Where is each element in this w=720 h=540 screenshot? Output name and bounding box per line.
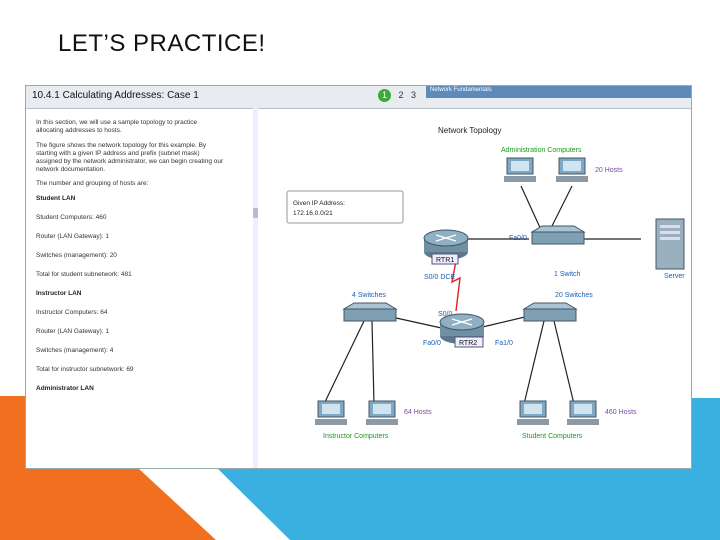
hosts64-label: 64 Hosts [404,409,432,416]
page-navigator: 1 2 3 [378,89,421,102]
scrollbar-thumb[interactable] [253,208,258,218]
four-switches-label: 4 Switches [352,292,386,299]
activity-window: 10.4.1 Calculating Addresses: Case 1 1 2… [25,85,692,469]
page-2-button[interactable]: 2 [398,90,404,100]
instructor-computers-label: Instructor Computers [323,433,389,440]
page-1-button[interactable]: 1 [378,89,391,102]
rtr1-label: RTR1 [436,257,454,264]
admin-hosts-label: 20 Hosts [595,167,623,174]
fa00-bottom-label: Fa0/0 [423,340,441,347]
header-strip [426,86,691,98]
student-computer-icon [567,400,599,425]
lesson-text-line: Student LAN [36,195,76,202]
lesson-text-line: Student Computers: 460 [36,214,107,221]
switch-icon [530,225,586,245]
lesson-text-line: Switches (management): 20 [36,252,117,259]
admin-computers-label: Administration Computers [501,147,582,154]
rtr2-tag [454,336,484,348]
router-icon [439,313,485,344]
lesson-text-line: The figure shows the network topology fo… [36,142,207,149]
given-ip-box [286,190,404,224]
lesson-text-line: Administrator LAN [36,385,94,392]
lesson-text-line: Router (LAN Gateway): 1 [36,328,109,335]
lesson-text-line: assigned by the network administrator, w… [36,158,224,165]
lesson-text-line: The number and grouping of hosts are: [36,180,149,187]
slide-title: LET’S PRACTICE! [58,30,266,57]
given-ip-value: 172.16.0.0/21 [293,210,333,217]
switch-icon [522,302,578,322]
s00dce-label: S0/0 DCE [424,274,455,281]
scrollbar[interactable] [253,108,258,468]
lesson-text-line: Instructor Computers: 64 [36,309,108,316]
student-computer-icon [517,400,549,425]
lesson-text-line: Router (LAN Gateway): 1 [36,233,109,240]
lesson-text-line: Instructor LAN [36,290,82,297]
lesson-text-line: network documentation. [36,166,106,173]
serial-link [451,260,461,312]
network-topology-diagram: Network Topology Given IP Address: 172.1… [286,126,685,440]
instructor-computer-icon [315,400,347,425]
lesson-text-line: Total for instructor subnetwork: 69 [36,366,134,373]
lesson-text-line: starting with a given IP address and pre… [36,150,200,157]
lesson-text-line: In this section, we will use a sample to… [36,119,198,126]
admin-computer-icon [504,157,536,182]
switch-icon [342,302,398,322]
rtr2-label: RTR2 [459,340,477,347]
lesson-text-line: Total for student subnetwork: 481 [36,271,132,278]
twenty-switches-label: 20 Switches [555,292,593,299]
admin-computer-icon [556,157,588,182]
server-label: Server [664,273,685,280]
fa10-label: Fa1/0 [495,340,513,347]
window-title: 10.4.1 Calculating Addresses: Case 1 [32,90,199,101]
server-icon [655,218,685,270]
given-ip-label: Given IP Address: [293,200,345,207]
fa00-top-label: Fa0/0 [509,235,527,242]
rtr1-tag [431,253,459,265]
hosts460-label: 460 Hosts [605,409,637,416]
s00-label: S0/0 [438,311,453,318]
one-switch-label: 1 Switch [554,271,581,278]
topology-title: Network Topology [438,126,501,135]
lesson-text-line: allocating addresses to hosts. [36,127,122,134]
lesson-text-pane: In this section, we will use a sample to… [26,108,254,468]
instructor-computer-icon [366,400,398,425]
student-computers-label: Student Computers [522,433,583,440]
lesson-text-line: Switches (management): 4 [36,347,114,354]
header-label: Network Fundamentals [430,87,492,93]
page-3-button[interactable]: 3 [411,90,417,100]
